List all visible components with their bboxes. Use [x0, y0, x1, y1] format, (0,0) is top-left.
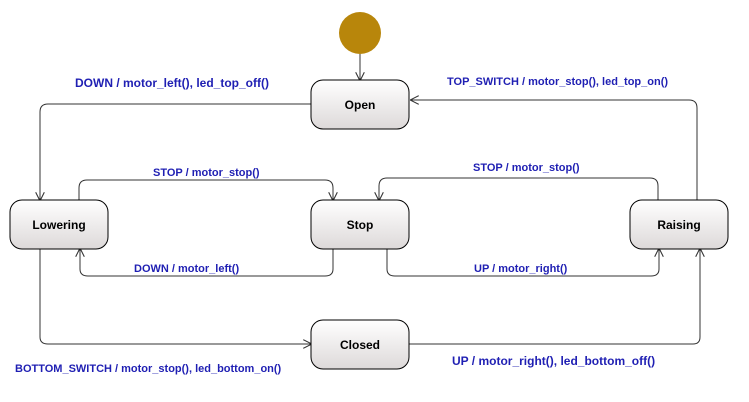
state-raising[interactable]: Raising — [629, 199, 729, 250]
state-open-label: Open — [345, 98, 376, 112]
edge-stop-to-raising — [386, 249, 659, 277]
label-closed-to-raising: UP / motor_right(), led_bottom_off() — [452, 354, 655, 368]
state-closed[interactable]: Closed — [310, 319, 410, 370]
state-stop-label: Stop — [347, 218, 374, 232]
state-open[interactable]: Open — [310, 79, 410, 130]
edge-raising-to-stop — [379, 177, 659, 200]
edge-lowering-to-closed — [39, 249, 311, 344]
state-raising-label: Raising — [657, 218, 700, 232]
label-lowering-to-closed: BOTTOM_SWITCH / motor_stop(), led_bottom… — [15, 363, 282, 375]
label-stop-to-lowering: DOWN / motor_left() — [134, 263, 239, 275]
edge-raising-to-open — [411, 100, 698, 200]
state-stop[interactable]: Stop — [310, 199, 410, 250]
label-open-to-lowering: DOWN / motor_left(), led_top_off() — [75, 76, 269, 90]
state-lowering[interactable]: Lowering — [9, 199, 109, 250]
edge-closed-to-raising — [409, 249, 700, 345]
initial-node — [339, 12, 381, 54]
state-lowering-label: Lowering — [32, 218, 85, 232]
edge-stop-to-lowering — [80, 249, 334, 277]
label-raising-to-open: TOP_SWITCH / motor_stop(), led_top_on() — [447, 76, 668, 88]
state-closed-label: Closed — [340, 338, 380, 352]
label-lowering-to-stop: STOP / motor_stop() — [153, 167, 260, 179]
label-raising-to-stop: STOP / motor_stop() — [473, 162, 580, 174]
edge-open-to-lowering — [40, 103, 311, 200]
edge-lowering-to-stop — [78, 179, 333, 200]
label-stop-to-raising: UP / motor_right() — [474, 263, 568, 275]
